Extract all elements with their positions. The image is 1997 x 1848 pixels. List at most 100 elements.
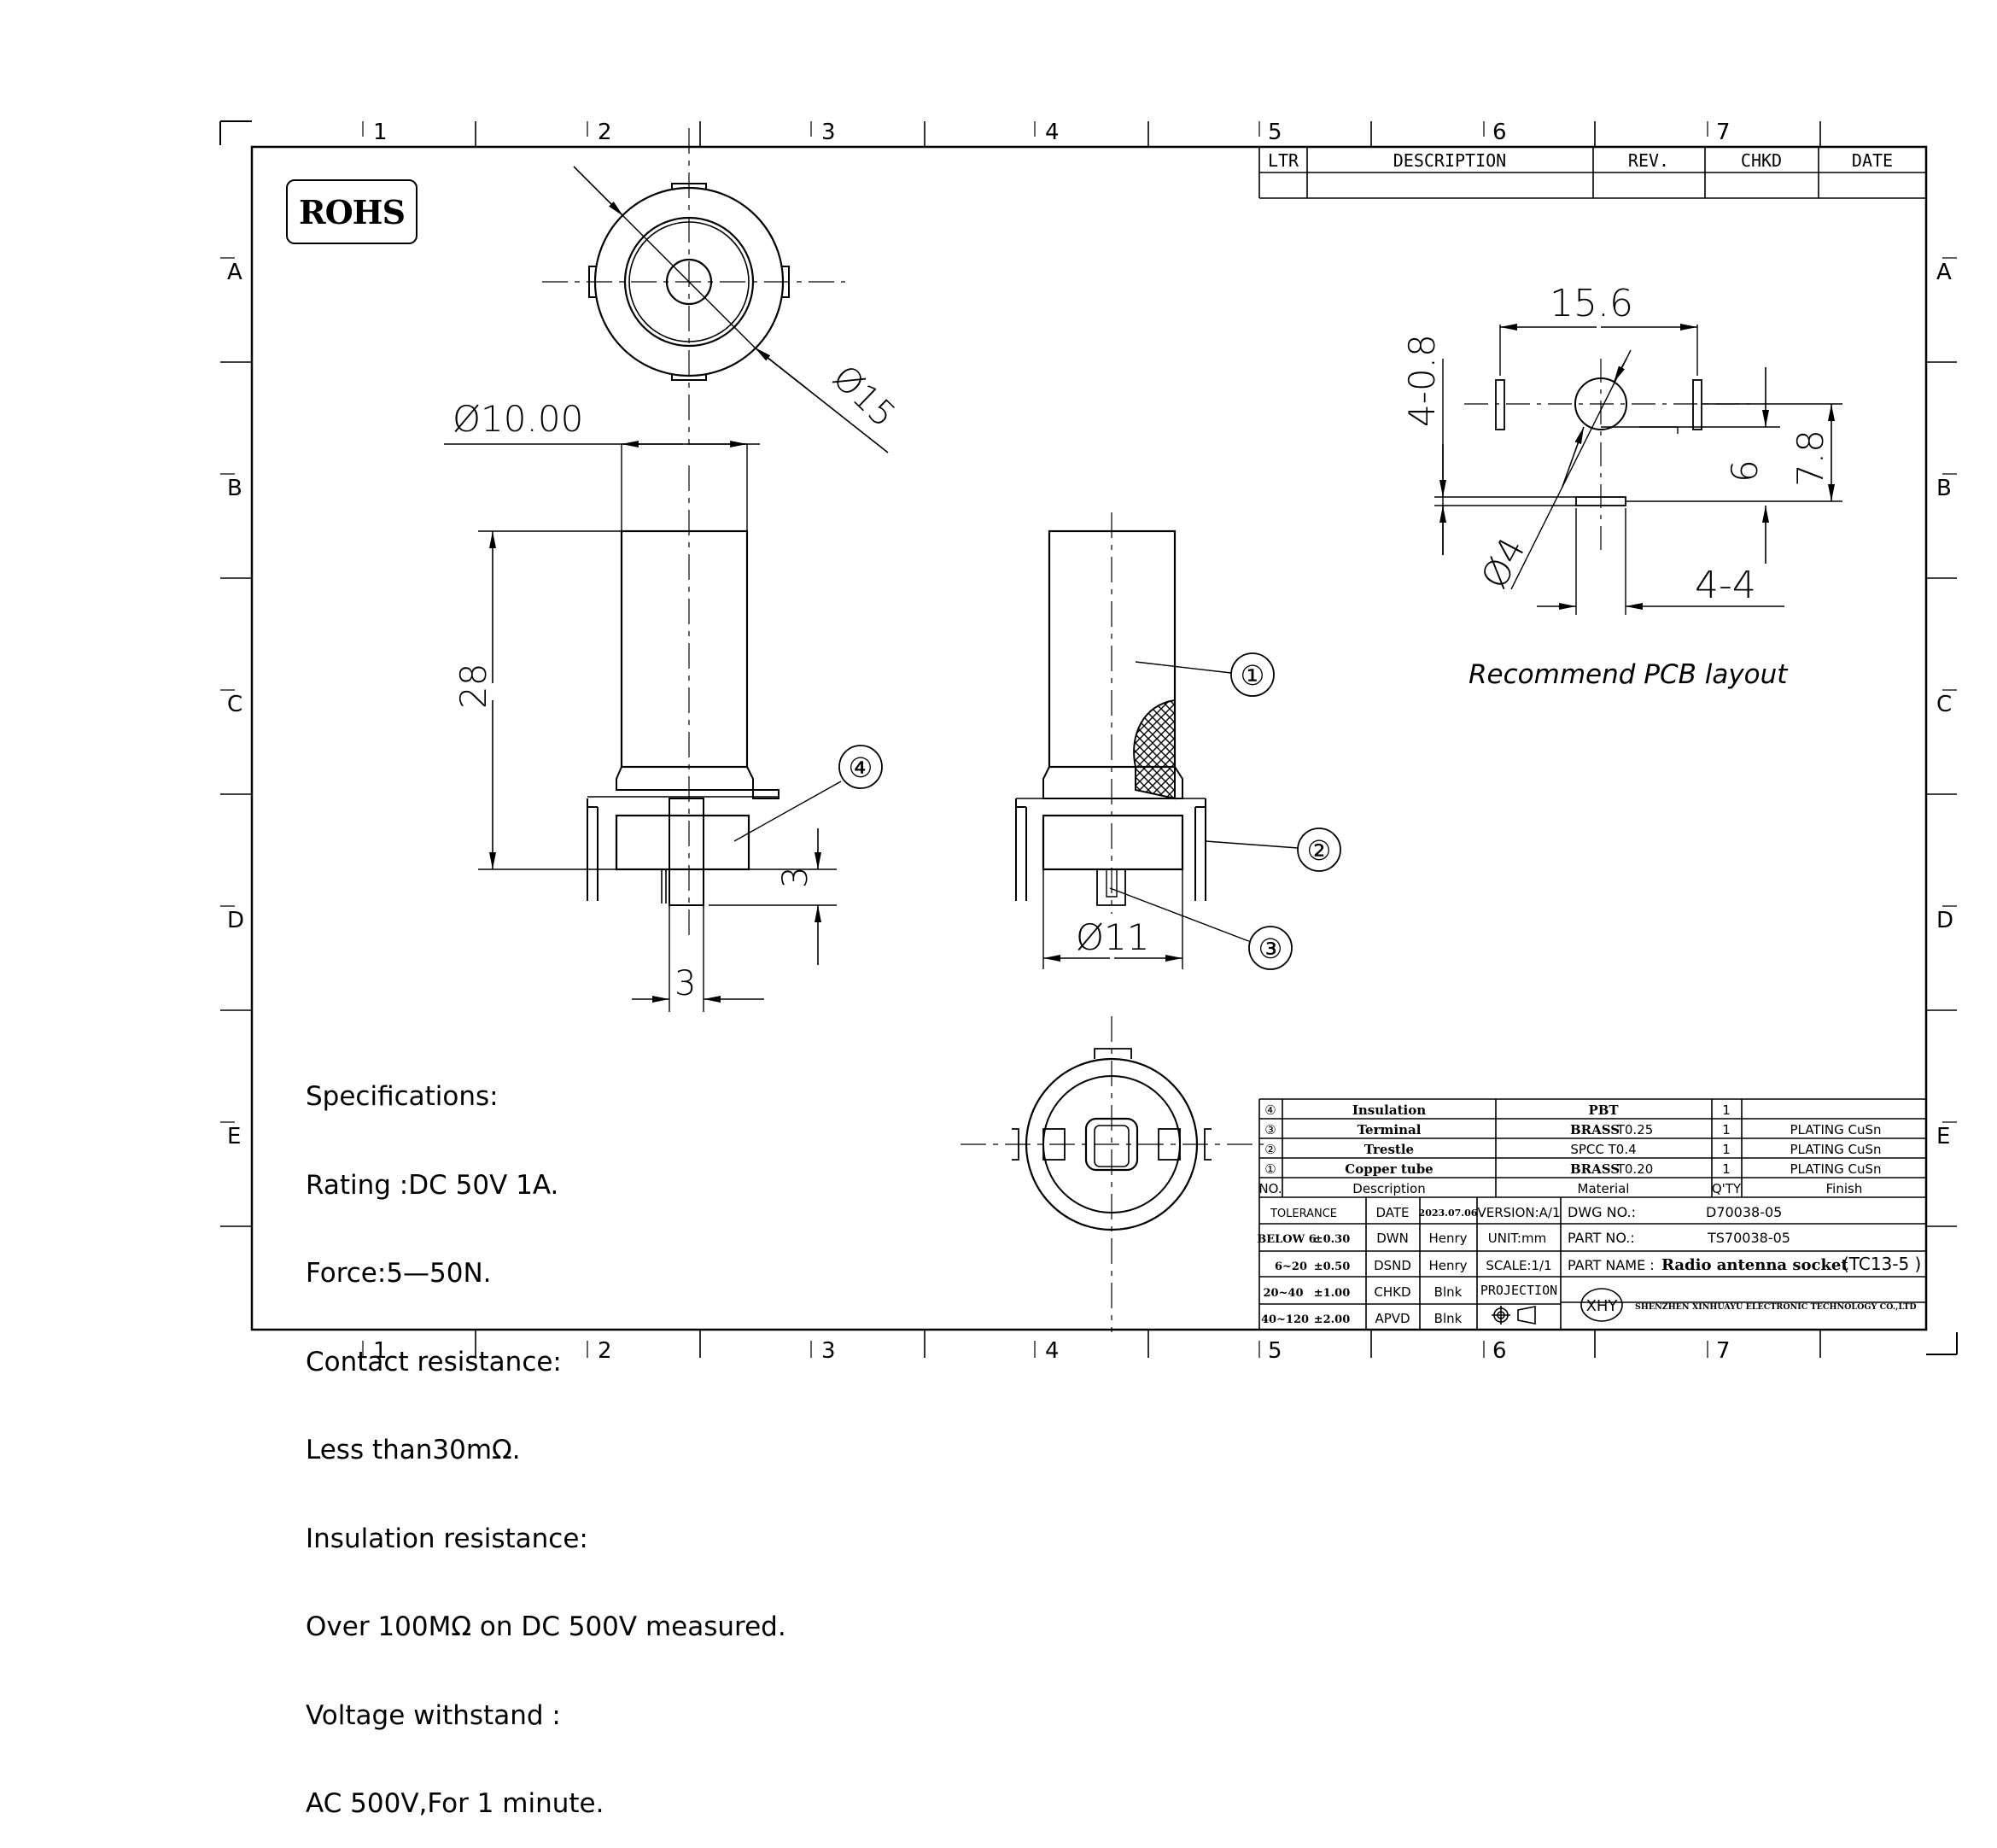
col-top-7: 7 <box>1716 120 1731 145</box>
pcb-layout <box>1434 324 1842 615</box>
row-left-e: E <box>227 1124 241 1149</box>
bom-row-1-finish: PLATING CuSn <box>1790 1161 1881 1177</box>
front-view <box>444 441 883 1012</box>
projection-label: PROJECTION <box>1480 1283 1557 1298</box>
part-name-label: PART NAME : <box>1568 1257 1655 1273</box>
bom-row-2-qty: 1 <box>1722 1142 1731 1157</box>
row-right-c: C <box>1936 692 1952 717</box>
unit: UNIT:mm <box>1488 1231 1546 1246</box>
projection-icon <box>1492 1306 1536 1325</box>
role-dsnd: DSND <box>1374 1258 1411 1273</box>
bom-row-4-qty: 1 <box>1722 1102 1731 1118</box>
tolerance-label: TOLERANCE <box>1270 1208 1337 1220</box>
spec-line-6: Insulation resistance: <box>306 1523 588 1554</box>
bom-row-3-finish: PLATING CuSn <box>1790 1122 1881 1137</box>
row-right-e: E <box>1936 1124 1950 1149</box>
name-apvd: Blnk <box>1434 1311 1463 1326</box>
bottom-view <box>961 1016 1264 1332</box>
part-name: Radio antenna socket <box>1661 1256 1848 1274</box>
row-right-b: B <box>1936 476 1952 501</box>
col-top-5: 5 <box>1268 120 1282 145</box>
dim-pin-width: 3 <box>674 964 696 1003</box>
title-block: TOLERANCE BELOW 6 ±0.30 6~20 ±0.50 20~40… <box>1257 1197 1927 1330</box>
name-dwn: Henry <box>1428 1231 1467 1246</box>
side-view <box>1015 512 1341 970</box>
bom-row-4-no: ④ <box>1264 1102 1276 1118</box>
role-dwn: DWN <box>1376 1231 1409 1246</box>
bom-table: ④ Insulation PBT 1 ③ Terminal BRASS T0.2… <box>1258 1098 1926 1198</box>
scale: SCALE:1/1 <box>1486 1258 1551 1273</box>
bom-row-2-desc: Trestle <box>1364 1142 1414 1157</box>
pcb-dim-span: 15.6 <box>1550 282 1633 325</box>
bom-row-2-no: ② <box>1264 1142 1276 1157</box>
version: VERSION:A/1 <box>1477 1205 1560 1220</box>
drawing-sheet: 1 2 3 4 5 6 7 1 2 3 4 5 6 7 A B C D E A … <box>219 120 1958 1364</box>
col-bottom-7: 7 <box>1716 1338 1731 1364</box>
pcb-caption: Recommend PCB layout <box>1469 659 1788 690</box>
name-dsnd: Henry <box>1428 1258 1467 1273</box>
tol-value-4: ±2.00 <box>1314 1313 1351 1326</box>
revision-table: LTR DESCRIPTION REV. CHKD DATE <box>1258 146 1926 199</box>
col-top-4: 4 <box>1045 120 1060 145</box>
bom-row-3-no: ③ <box>1264 1122 1276 1137</box>
col-bottom-4: 4 <box>1045 1338 1060 1364</box>
date-label: DATE <box>1375 1205 1409 1220</box>
spec-line-1: Specifications: <box>306 1081 499 1112</box>
bom-header-qty: Q'TY <box>1712 1181 1742 1196</box>
company-logo: XHY <box>1580 1288 1623 1322</box>
col-top-2: 2 <box>598 120 612 145</box>
rev-header-rev: REV. <box>1628 150 1669 171</box>
bom-row-1-desc: Copper tube <box>1345 1161 1433 1177</box>
part-no: TS70038-05 <box>1707 1230 1790 1246</box>
col-top-1: 1 <box>373 120 388 145</box>
spec-line-7: Over 100MΩ on DC 500V measured. <box>306 1611 786 1642</box>
pcb-dim-h2: 4-4 <box>1695 564 1756 607</box>
rev-header-chkd: CHKD <box>1741 150 1782 171</box>
row-right-a: A <box>1936 260 1952 285</box>
row-left-a: A <box>227 260 242 285</box>
spec-line-4: Contact resistance: <box>306 1346 562 1377</box>
dwg-no: D70038-05 <box>1706 1204 1782 1220</box>
bom-row-3-qty: 1 <box>1722 1122 1731 1137</box>
role-chkd: CHKD <box>1374 1284 1410 1300</box>
spec-line-8: Voltage withstand : <box>306 1699 561 1731</box>
pcb-dim-v1: 7.8 <box>1790 430 1831 487</box>
bom-row-1-material-grade: BRASS <box>1570 1161 1620 1177</box>
row-left-b: B <box>227 476 242 501</box>
spec-line-9: AC 500V,For 1 minute. <box>306 1788 604 1819</box>
part-no-label: PART NO.: <box>1568 1230 1635 1246</box>
bom-row-1-qty: 1 <box>1722 1161 1731 1177</box>
bom-row-3-desc: Terminal <box>1358 1122 1422 1137</box>
dim-pin-length: 3 <box>776 867 815 888</box>
grid-labels: 1 2 3 4 5 6 7 1 2 3 4 5 6 7 A B C D E A … <box>227 120 1953 1364</box>
tol-range-3: 20~40 <box>1263 1287 1303 1300</box>
bom-header-no: NO. <box>1258 1181 1282 1196</box>
rev-header-ltr: LTR <box>1268 150 1299 171</box>
bom-row-2-material: SPCC T0.4 <box>1570 1142 1636 1157</box>
row-left-d: D <box>227 908 244 933</box>
specifications: Specifications: Rating :DC 50V 1A. Force… <box>306 1023 786 1848</box>
bom-row-2-finish: PLATING CuSn <box>1790 1142 1881 1157</box>
col-bottom-5: 5 <box>1268 1338 1282 1364</box>
role-apvd: APVD <box>1375 1311 1410 1326</box>
pcb-dim-slot: 4-0.8 <box>1401 334 1443 427</box>
border <box>219 120 1958 1358</box>
dim-tube-diameter: Ø10.00 <box>453 398 583 440</box>
dim-top-diameter: Ø15 <box>825 358 902 435</box>
svg-text:XHY: XHY <box>1586 1297 1619 1315</box>
bom-row-1-no: ① <box>1264 1161 1276 1177</box>
col-bottom-2: 2 <box>598 1338 612 1364</box>
spec-line-3: Force:5—50N. <box>306 1258 492 1289</box>
bom-row-4-desc: Insulation <box>1352 1102 1426 1118</box>
balloon-2: ② <box>1307 834 1332 867</box>
balloon-1: ① <box>1241 659 1265 692</box>
bom-header-desc: Description <box>1352 1181 1425 1196</box>
pcb-dim-v2: 6 <box>1724 459 1766 482</box>
balloon-3: ③ <box>1258 933 1283 965</box>
row-right-d: D <box>1936 908 1953 933</box>
part-name-code: (TC13-5 ) <box>1842 1254 1921 1274</box>
tol-range-4: 40~120 <box>1261 1313 1309 1326</box>
top-view <box>542 128 889 453</box>
bom-header-material: Material <box>1578 1181 1630 1196</box>
dim-base-diameter: Ø11 <box>1076 916 1150 958</box>
